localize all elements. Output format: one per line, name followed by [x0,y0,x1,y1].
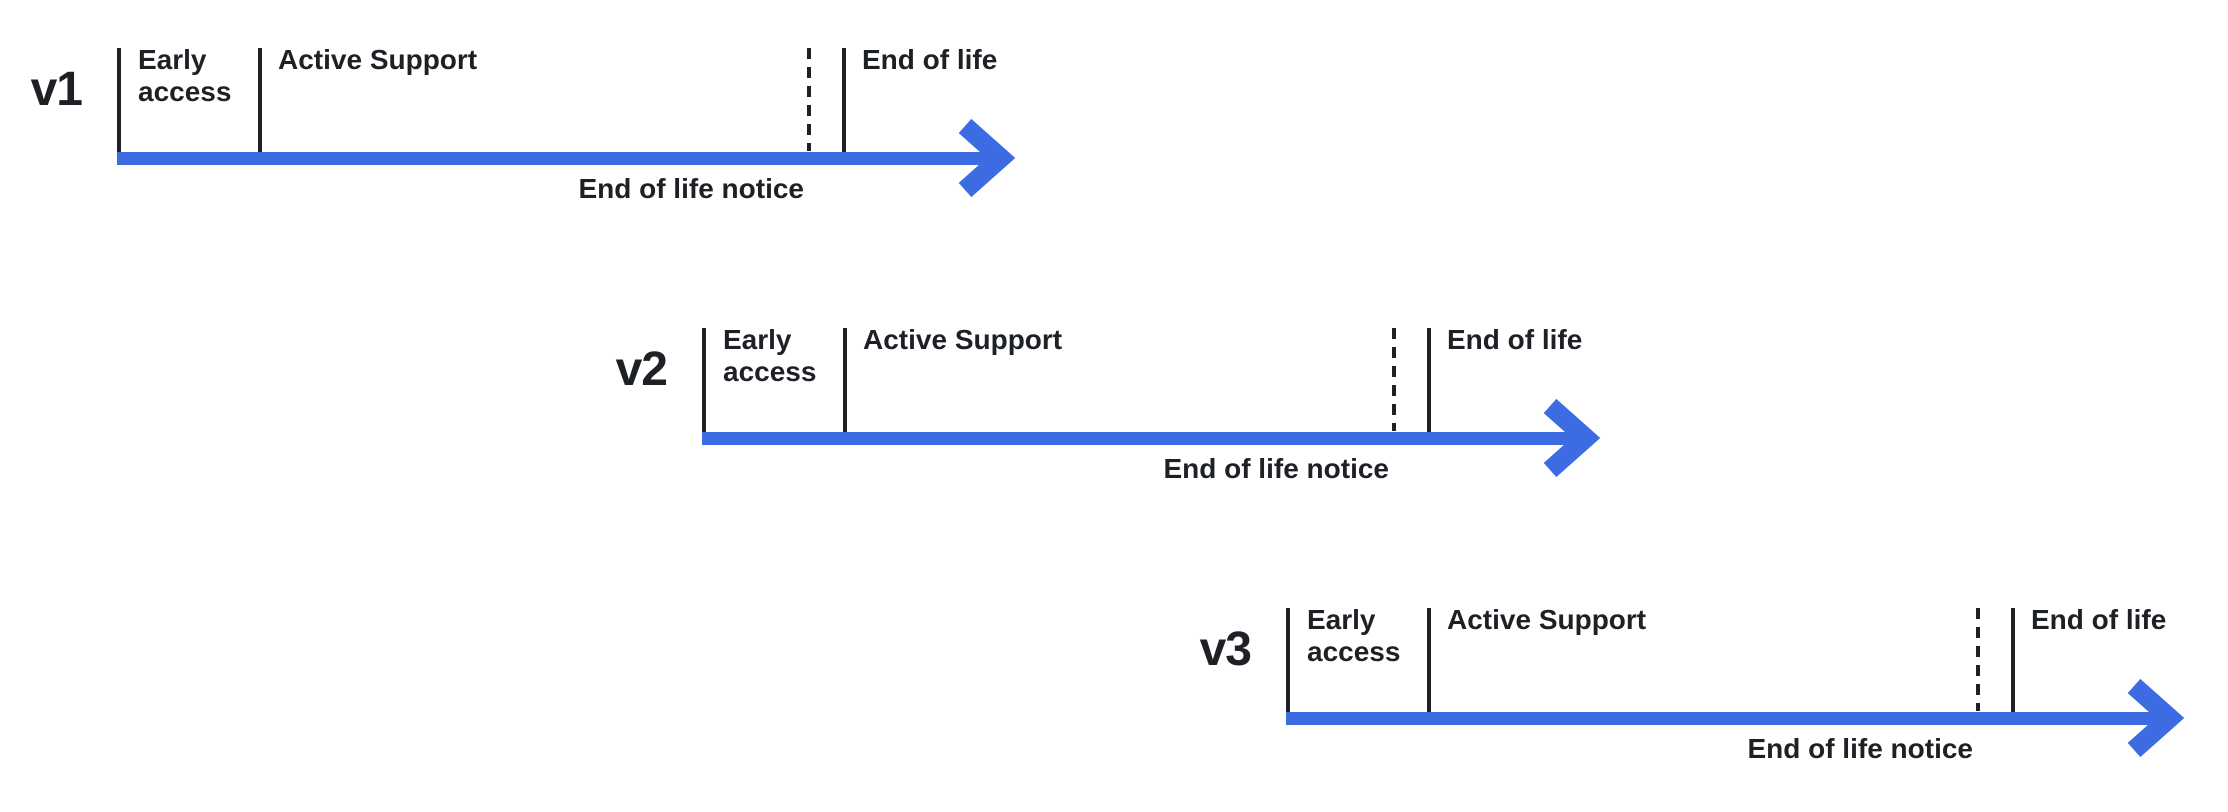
arrow-right-icon [2127,678,2185,758]
eol-notice-label: End of life notice [578,173,804,204]
eol-notice-label: End of life notice [1163,453,1389,484]
phase-label-end-of-life: End of life [1447,324,1583,355]
timeline-arrow-shaft [702,432,1590,445]
tick-active-support [258,48,262,153]
arrow-right-icon [1543,398,1601,478]
tick-early-access [117,48,121,153]
phase-label-active-support: Active Support [863,324,1063,355]
tick-early-access [1286,608,1290,713]
phase-label-early-access: Early access [1307,604,1401,667]
arrow-right-icon [958,118,1016,198]
phase-label-end-of-life: End of life [2031,604,2167,635]
timeline-row-v2: v2 Early access Active Support End of li… [616,324,1662,498]
eol-notice-label: End of life notice [1747,733,1973,764]
timeline-row-v1: v1 Early access Active Support End of li… [31,44,1077,218]
phase-label-active-support: Active Support [278,44,478,75]
version-label-v2: v2 [615,343,668,396]
tick-early-access [702,328,706,433]
phase-label-early-access: Early access [138,44,232,107]
tick-active-support [1427,608,1431,713]
eol-notice-dashed-line [1392,328,1396,431]
phase-label-early-access: Early access [723,324,817,387]
phase-label-active-support: Active Support [1447,604,1647,635]
timeline-arrow-shaft [1286,712,2174,725]
tick-active-support [843,328,847,433]
phase-label-end-of-life: End of life [862,44,998,75]
timeline-arrow-shaft [117,152,1005,165]
version-label-v3: v3 [1199,623,1252,676]
tick-end-of-life [842,48,846,153]
tick-end-of-life [2011,608,2015,713]
eol-notice-dashed-line [1976,608,1980,711]
timeline-row-v3: v3 Early access Active Support End of li… [1200,604,2228,778]
version-label-v1: v1 [30,63,83,116]
eol-notice-dashed-line [807,48,811,151]
tick-end-of-life [1427,328,1431,433]
